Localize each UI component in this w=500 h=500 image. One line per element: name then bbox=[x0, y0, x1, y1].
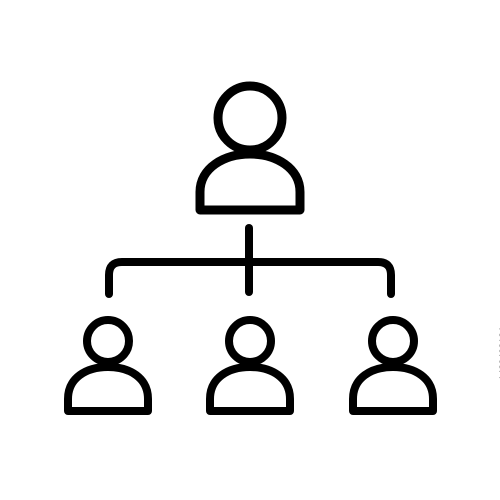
right-person-body bbox=[349, 363, 437, 415]
subordinate-person-left-icon bbox=[64, 316, 152, 415]
subordinate-person-right-icon bbox=[349, 316, 437, 415]
subordinate-person-center-icon bbox=[206, 316, 294, 415]
center-person-body bbox=[206, 363, 294, 415]
top-person-head bbox=[213, 81, 287, 155]
top-person-icon bbox=[195, 81, 305, 215]
left-person-body bbox=[64, 363, 152, 415]
right-person-head bbox=[368, 316, 418, 366]
top-person-body bbox=[195, 149, 305, 215]
hierarchy-connector bbox=[105, 224, 395, 298]
left-person-head bbox=[83, 316, 133, 366]
connector-branch bbox=[105, 258, 395, 298]
center-person-head bbox=[225, 316, 275, 366]
